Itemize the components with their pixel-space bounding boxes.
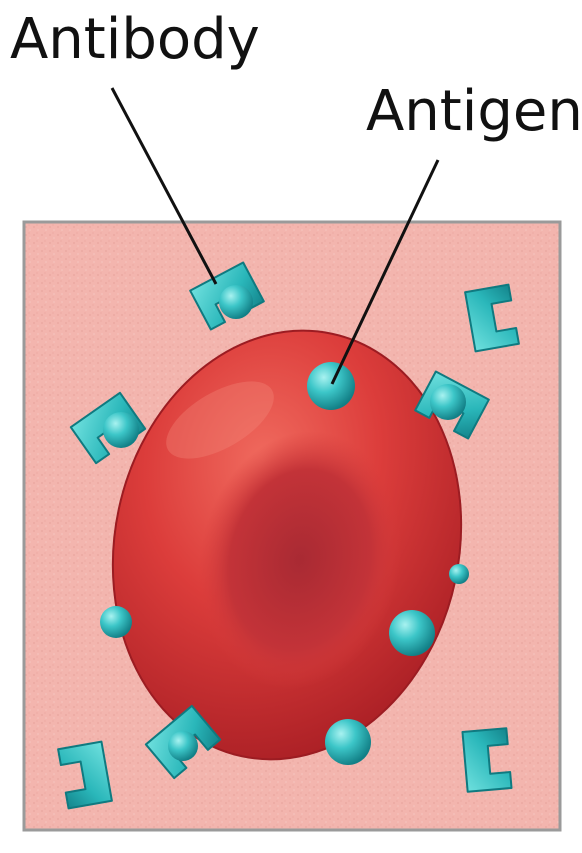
antigen-sphere-icon <box>168 731 198 761</box>
antigen-sphere-icon <box>307 362 355 410</box>
antigen-sphere-icon <box>100 606 132 638</box>
antigen-sphere-icon <box>430 384 466 420</box>
antigen-sphere-icon <box>325 719 371 765</box>
antigen-sphere-icon <box>449 564 469 584</box>
antigen-sphere-icon <box>103 412 139 448</box>
antigen-sphere-icon <box>389 610 435 656</box>
antigen-label: Antigen <box>366 84 582 140</box>
antibody-label: Antibody <box>10 12 260 68</box>
antigen-sphere-icon <box>219 285 253 319</box>
